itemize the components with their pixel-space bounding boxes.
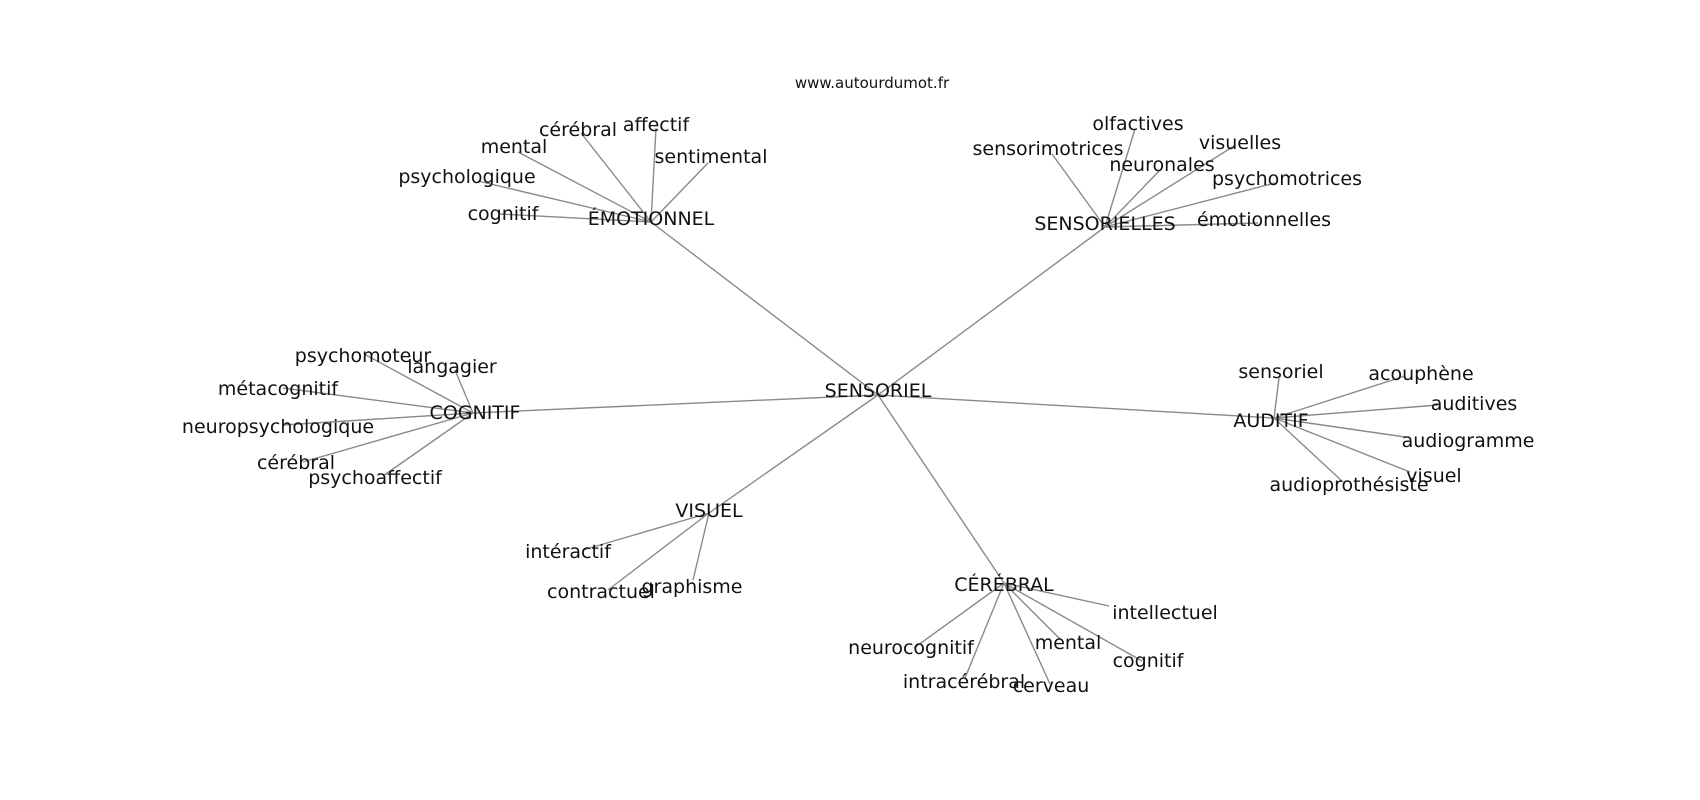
- leaf-node-sensorielles-4: psychomotrices: [1212, 168, 1362, 190]
- edge-center-cognitif: [472, 394, 879, 414]
- leaf-node-cerebral-5: cerveau: [1013, 675, 1090, 697]
- edge-emotionnel-5: [499, 213, 652, 223]
- leaf-node-sensorielles-3: neuronales: [1109, 154, 1214, 176]
- edge-auditif-5: [1273, 417, 1344, 483]
- edge-center-auditif: [877, 394, 1275, 419]
- edge-cognitif-3: [282, 412, 474, 426]
- edge-center-sensorielles: [877, 226, 1106, 396]
- edge-cerebral-3: [1003, 582, 1143, 662]
- edge-center-cerebral: [877, 394, 1005, 584]
- edge-cerebral-0: [1003, 582, 1110, 607]
- leaf-node-emotionnel-2: mental: [481, 136, 548, 158]
- leaf-node-sensorielles-2: sensorimotrices: [973, 138, 1124, 160]
- edge-emotionnel-4: [477, 180, 652, 223]
- leaf-node-cognitif-3: neuropsychologique: [182, 416, 374, 438]
- graph-nodes: www.autourdumot.fr SENSORIEL ÉMOTIONNEL c…: [182, 74, 1535, 697]
- edge-center-emotionnel: [650, 221, 879, 396]
- edge-emotionnel-0: [580, 132, 652, 223]
- edge-auditif-3: [1273, 417, 1406, 438]
- leaf-node-auditif-5: audioprothésiste: [1269, 474, 1428, 496]
- leaf-node-auditif-2: auditives: [1431, 393, 1518, 415]
- leaf-node-visuel-1: contractuel: [547, 581, 655, 603]
- leaf-node-visuel-2: graphisme: [642, 576, 743, 598]
- edge-cognitif-1: [454, 369, 474, 414]
- edge-cognitif-5: [382, 412, 474, 477]
- edge-visuel-2: [692, 512, 710, 581]
- site-url: www.autourdumot.fr: [795, 74, 950, 92]
- edge-visuel-1: [607, 512, 710, 591]
- hub-node-auditif: AUDITIF: [1233, 410, 1308, 432]
- edge-emotionnel-2: [517, 151, 652, 223]
- edge-visuel-0: [582, 512, 710, 551]
- leaf-node-cerebral-4: intracérébral: [903, 671, 1025, 693]
- edge-sensorielles-2: [1051, 153, 1106, 228]
- edge-cerebral-5: [1003, 582, 1051, 685]
- edge-auditif-0: [1273, 377, 1280, 419]
- hub-node-visuel: VISUEL: [675, 500, 743, 522]
- leaf-node-emotionnel-0: cérébral: [539, 119, 617, 141]
- edge-cognitif-4: [302, 412, 474, 463]
- edge-auditif-2: [1273, 404, 1439, 419]
- edge-auditif-4: [1273, 417, 1411, 473]
- graph-edges: [282, 127, 1439, 685]
- leaf-node-auditif-4: visuel: [1406, 465, 1461, 487]
- leaf-node-sensorielles-1: visuelles: [1199, 132, 1281, 154]
- leaf-node-cognitif-0: psychomoteur: [295, 345, 432, 367]
- leaf-node-auditif-3: audiogramme: [1402, 430, 1535, 452]
- leaf-node-sensorielles-0: olfactives: [1092, 113, 1183, 135]
- leaf-node-cerebral-0: intellectuel: [1112, 602, 1218, 624]
- edge-cognitif-2: [282, 387, 474, 414]
- leaf-node-emotionnel-1: affectif: [623, 114, 691, 136]
- leaf-node-visuel-0: intéractif: [525, 541, 612, 563]
- hub-node-cerebral: CÉRÉBRAL: [954, 573, 1054, 596]
- leaf-node-cerebral-3: cognitif: [1113, 650, 1185, 672]
- leaf-node-cerebral-2: mental: [1035, 632, 1102, 654]
- edge-sensorielles-4: [1104, 182, 1276, 228]
- hub-node-sensorielles: SENSORIELLES: [1034, 213, 1175, 235]
- edge-sensorielles-3: [1104, 169, 1161, 228]
- leaf-node-emotionnel-5: cognitif: [468, 203, 540, 225]
- leaf-node-cognitif-1: langagier: [407, 356, 497, 378]
- edge-cognitif-0: [365, 354, 474, 414]
- leaf-node-sensorielles-5: émotionnelles: [1197, 209, 1331, 231]
- hub-node-cognitif: COGNITIF: [430, 402, 521, 424]
- leaf-node-cognitif-4: cérébral: [257, 452, 335, 474]
- leaf-node-cerebral-1: neurocognitif: [848, 637, 975, 659]
- leaf-node-cognitif-5: psychoaffectif: [308, 467, 443, 489]
- hub-node-emotionnel: ÉMOTIONNEL: [588, 207, 715, 230]
- leaf-node-cognitif-2: métacognitif: [218, 378, 339, 400]
- leaf-node-auditif-1: acouphène: [1368, 363, 1473, 385]
- edge-center-visuel: [708, 394, 879, 514]
- leaf-node-emotionnel-3: sentimental: [655, 146, 768, 168]
- center-node: SENSORIEL: [825, 380, 932, 402]
- edge-sensorielles-0: [1104, 128, 1136, 228]
- edge-cerebral-2: [1003, 582, 1062, 641]
- edge-auditif-1: [1273, 375, 1406, 419]
- edge-sensorielles-1: [1104, 145, 1235, 228]
- edge-emotionnel-3: [650, 162, 709, 223]
- edge-emotionnel-1: [650, 127, 657, 223]
- edge-cerebral-1: [913, 582, 1005, 649]
- leaf-node-auditif-0: sensoriel: [1238, 361, 1323, 383]
- leaf-node-emotionnel-4: psychologique: [398, 166, 535, 188]
- edge-cerebral-4: [964, 582, 1005, 679]
- edge-sensorielles-5: [1104, 222, 1259, 228]
